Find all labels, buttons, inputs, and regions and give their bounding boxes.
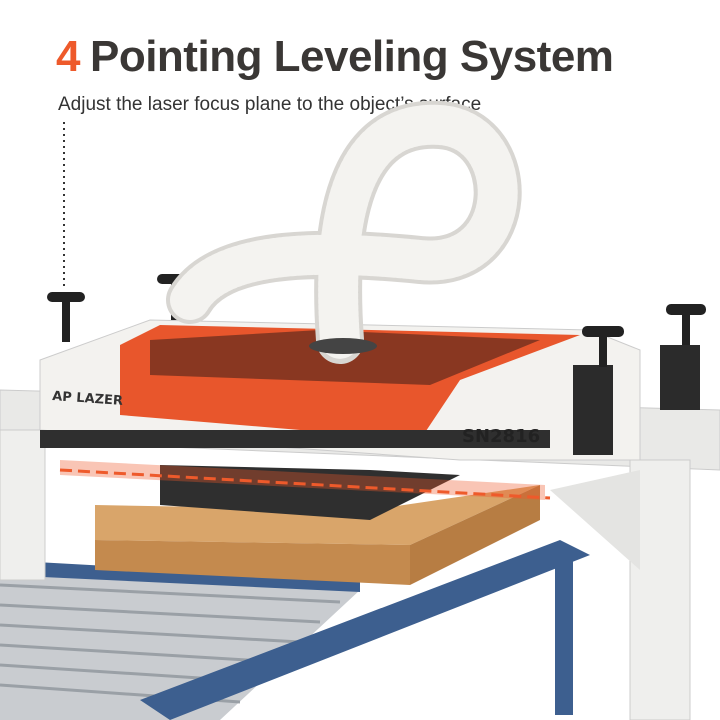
model-label: SN2816 [462,426,540,447]
pallet-with-object [59,460,551,585]
hose-port [309,338,377,354]
subtitle: Adjust the laser focus plane to the obje… [58,94,482,115]
exhaust-hose [166,100,522,364]
focus-plane-line [59,468,551,500]
brand-label: AP LAZER [52,389,124,409]
roller-conveyor [0,540,590,720]
leveling-knob-icon [666,304,706,345]
leveling-knob-icon [582,326,624,367]
title-number: 4 [56,32,80,81]
title-text: Pointing Leveling System [89,32,614,81]
leveling-knob-icon [47,292,85,342]
